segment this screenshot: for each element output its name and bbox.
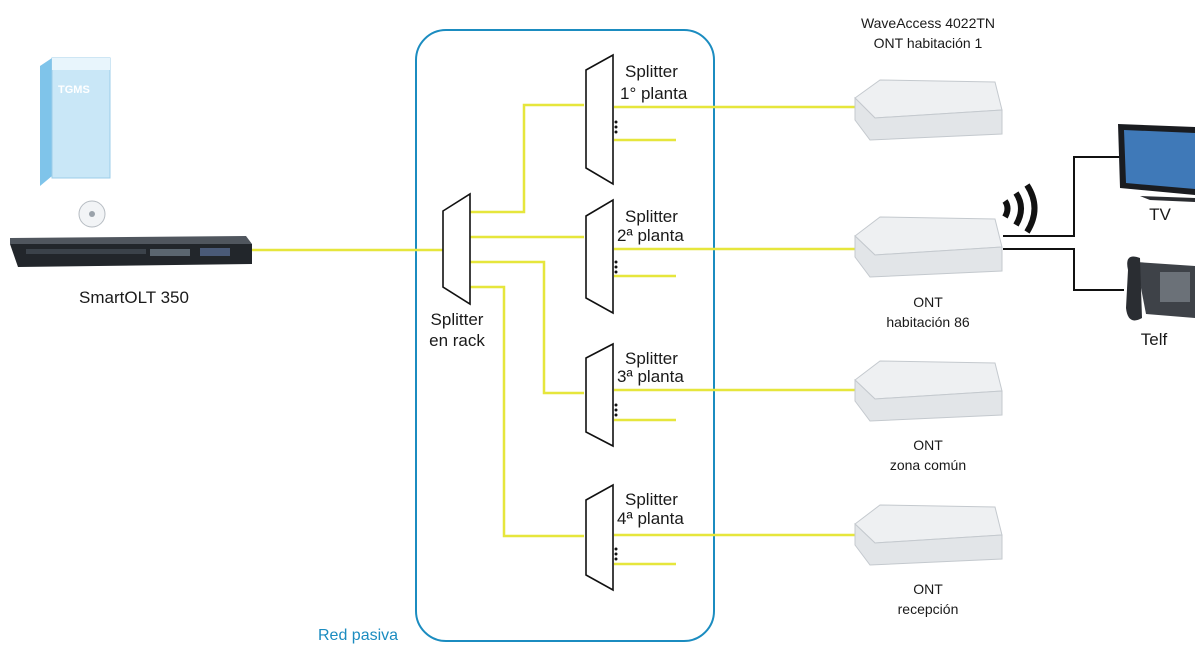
tv-label: TV <box>1149 205 1171 224</box>
ont-2-label-2: habitación 86 <box>886 314 970 330</box>
passive-network-boundary <box>415 29 715 642</box>
floor-splitter-1-label-1: Splitter <box>625 62 678 81</box>
ont-device-icons <box>854 79 1003 566</box>
copper-links <box>1003 156 1124 291</box>
floor-splitter-2-label-1: Splitter <box>625 207 678 226</box>
tv-icon <box>1118 124 1195 202</box>
wifi-signal-icon <box>1002 183 1038 234</box>
floor-splitter-1-label-2: 1° planta <box>620 84 688 103</box>
smartolt-chassis-icon <box>10 236 252 267</box>
rack-splitter-symbol <box>442 192 471 306</box>
floor-splitter-4-label-2: 4ª planta <box>617 509 684 528</box>
telephone-icon <box>1126 256 1195 321</box>
splitter-port-dots <box>614 120 618 561</box>
tgms-box-label: TGMS <box>58 84 90 96</box>
ont-2-label-1: ONT <box>913 294 943 310</box>
floor-splitter-symbols <box>585 53 614 592</box>
ont-4-label-2: recepción <box>897 601 959 617</box>
rack-splitter-label-2: en rack <box>429 331 485 350</box>
floor-splitter-3-label-1: Splitter <box>625 349 678 368</box>
floor-splitter-3-label-2: 3ª planta <box>617 367 684 386</box>
ont-1-label-2: ONT habitación 1 <box>873 35 983 51</box>
ont-3-label-2: zona común <box>889 457 967 473</box>
fiber-links <box>252 103 862 566</box>
rack-splitter-label-1: Splitter <box>430 310 484 329</box>
ont-4-label-1: ONT <box>913 581 943 597</box>
ont-1-label-1: WaveAccess 4022TN <box>860 15 996 31</box>
telephone-label: Telf <box>1140 330 1168 349</box>
floor-splitter-2-label-2: 2ª planta <box>617 226 684 245</box>
ont-3-label-1: ONT <box>913 437 943 453</box>
tgms-software-box-icon <box>40 57 111 228</box>
olt-label: SmartOLT 350 <box>79 288 189 307</box>
passive-network-label: Red pasiva <box>318 627 399 644</box>
floor-splitter-4-label-1: Splitter <box>625 490 678 509</box>
